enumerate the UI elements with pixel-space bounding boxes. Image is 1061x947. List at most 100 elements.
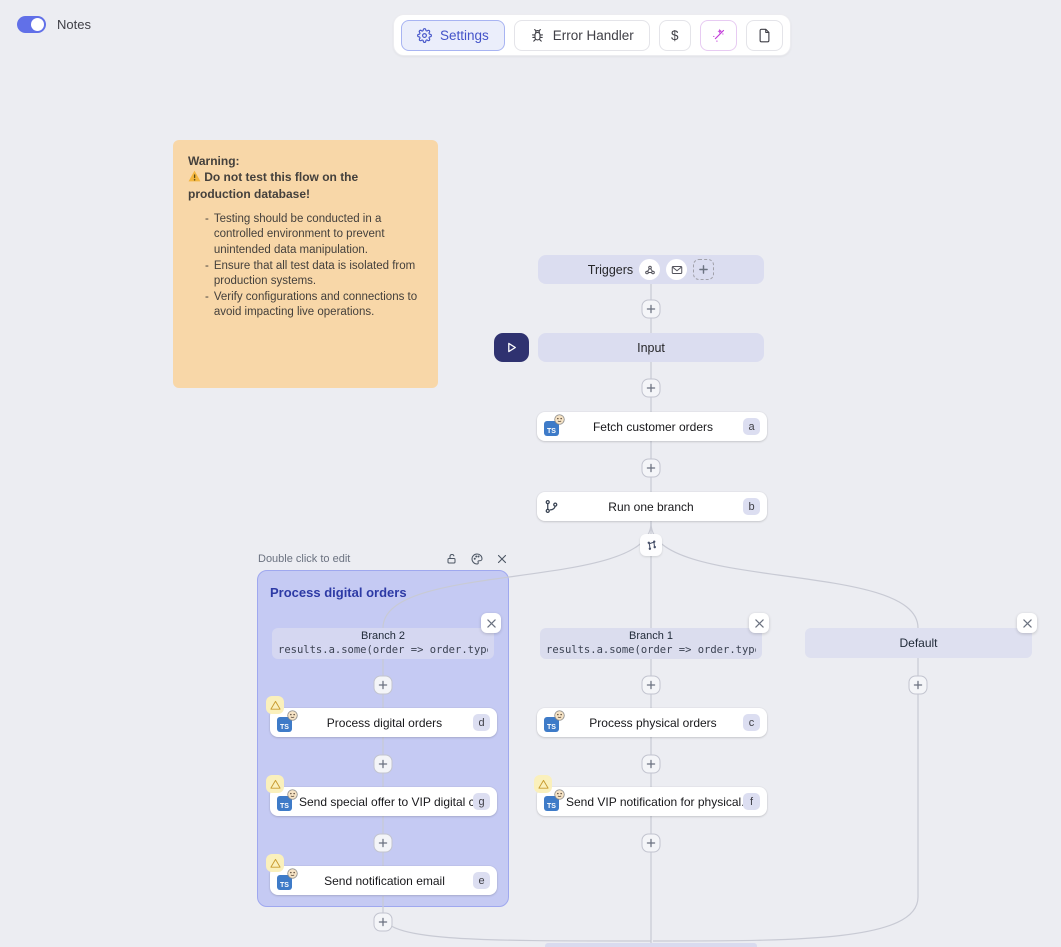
agent-face-icon (554, 413, 565, 425)
add-node-button[interactable] (373, 754, 393, 774)
warning-note[interactable]: Warning: Do not test this flow on the pr… (173, 140, 438, 388)
file-icon (759, 28, 770, 42)
node-process-digital-orders[interactable]: TS Process digital orders d (270, 708, 497, 737)
ai-wand-button[interactable] (699, 19, 737, 51)
node-label: Process digital orders (326, 715, 443, 730)
toggle-knob (31, 18, 44, 31)
agent-face-icon (554, 788, 565, 800)
unlock-icon[interactable] (446, 553, 458, 565)
add-trigger-button[interactable] (693, 259, 715, 280)
top-toolbar: Settings Error Handler $ (393, 14, 791, 56)
typescript-icon: TS (277, 867, 298, 890)
branch1-header[interactable]: Branch 1 results.a.some(order => order.t… (540, 628, 762, 659)
branch1-condition: results.a.some(order => order.type (546, 643, 756, 656)
billing-button[interactable]: $ (658, 19, 691, 51)
palette-icon[interactable] (471, 553, 483, 565)
branch-split-icon (640, 534, 662, 556)
typescript-icon: TS (544, 709, 565, 732)
group-hint-row: Double click to edit (258, 553, 508, 565)
run-flow-button[interactable] (494, 333, 529, 362)
node-run-one-branch[interactable]: Run one branch b (537, 492, 767, 521)
default-branch-header[interactable]: Default (805, 628, 1032, 658)
warning-triangle-icon (269, 700, 281, 710)
node-send-notification-email[interactable]: TS Send notification email e (270, 866, 497, 895)
add-node-button[interactable] (641, 675, 661, 695)
add-node-button[interactable] (641, 458, 661, 478)
bug-icon (531, 28, 543, 42)
branch2-close-button[interactable] (481, 613, 501, 633)
group-close-icon[interactable] (496, 553, 508, 565)
close-icon (486, 618, 496, 628)
node-label: Process physical orders (589, 715, 717, 730)
node-group-process-digital-orders[interactable] (257, 570, 509, 907)
notes-toggle-group: Notes (17, 16, 91, 33)
add-node-button[interactable] (908, 675, 928, 695)
node-warning-badge (266, 696, 284, 714)
agent-face-icon (287, 788, 298, 800)
node-badge: d (473, 714, 490, 731)
webhook-icon (644, 265, 655, 274)
note-list-item: Verify configurations and connections to… (205, 290, 423, 320)
close-icon (754, 618, 764, 628)
note-list-item: Ensure that all test data is isolated fr… (205, 259, 423, 289)
triggers-bar[interactable]: Triggers (538, 255, 764, 284)
note-title: Warning: (188, 154, 240, 168)
branch1-close-button[interactable] (749, 613, 769, 633)
note-alert-text: Do not test this flow on the production … (188, 169, 359, 201)
node-badge: b (743, 498, 760, 515)
add-node-button[interactable] (373, 912, 393, 932)
note-list: Testing should be conducted in a control… (205, 212, 423, 320)
close-icon (1022, 618, 1032, 628)
input-label: Input (637, 340, 665, 355)
warning-triangle-icon (269, 779, 281, 789)
node-badge: f (743, 793, 760, 810)
node-process-physical-orders[interactable]: TS Process physical orders c (537, 708, 767, 737)
branch1-label: Branch 1 (628, 630, 674, 643)
branch2-label: Branch 2 (360, 630, 406, 643)
default-branch-label: Default (899, 635, 938, 650)
node-warning-badge (534, 775, 552, 793)
dollar-label: $ (671, 27, 679, 43)
default-branch-close-button[interactable] (1017, 613, 1037, 633)
node-label: Run one branch (608, 499, 694, 514)
settings-button[interactable]: Settings (401, 19, 505, 51)
magic-wand-icon (713, 28, 724, 42)
group-hint-label: Double click to edit (258, 553, 351, 565)
typescript-icon: TS (544, 413, 565, 436)
add-node-button[interactable] (373, 675, 393, 695)
node-badge: g (473, 793, 490, 810)
add-node-button[interactable] (641, 299, 661, 319)
error-handler-button[interactable]: Error Handler (513, 19, 650, 51)
merge-node-partial (545, 943, 757, 947)
node-label: Send notification email (324, 873, 445, 888)
node-badge: c (743, 714, 760, 731)
notes-label: Notes (57, 17, 91, 32)
warning-emoji-icon (188, 170, 201, 187)
document-button[interactable] (745, 19, 783, 51)
node-badge: e (473, 872, 490, 889)
add-node-button[interactable] (641, 378, 661, 398)
node-send-special-offer[interactable]: TS Send special offer to VIP digital c..… (270, 787, 497, 816)
mail-icon (671, 265, 682, 274)
notes-toggle[interactable] (17, 16, 46, 33)
node-label: Send VIP notification for physical... (566, 794, 743, 809)
node-send-vip-notification[interactable]: TS Send VIP notification for physical...… (537, 787, 767, 816)
branch2-header[interactable]: Branch 2 results.a.some(order => order.t… (272, 628, 494, 659)
add-node-button[interactable] (641, 833, 661, 853)
settings-label: Settings (440, 27, 489, 43)
typescript-icon: TS (277, 788, 298, 811)
webhook-trigger-button[interactable] (639, 259, 661, 280)
error-handler-label: Error Handler (552, 27, 634, 43)
add-node-button[interactable] (641, 754, 661, 774)
add-node-button[interactable] (373, 833, 393, 853)
email-trigger-button[interactable] (666, 259, 688, 280)
triggers-label: Triggers (587, 262, 634, 277)
group-title: Process digital orders (270, 585, 407, 600)
node-warning-badge (266, 854, 284, 872)
warning-triangle-icon (269, 858, 281, 868)
input-node[interactable]: Input (538, 333, 764, 362)
node-warning-badge (266, 775, 284, 793)
git-branch-icon (545, 499, 558, 514)
node-fetch-customer-orders[interactable]: TS Fetch customer orders a (537, 412, 767, 441)
